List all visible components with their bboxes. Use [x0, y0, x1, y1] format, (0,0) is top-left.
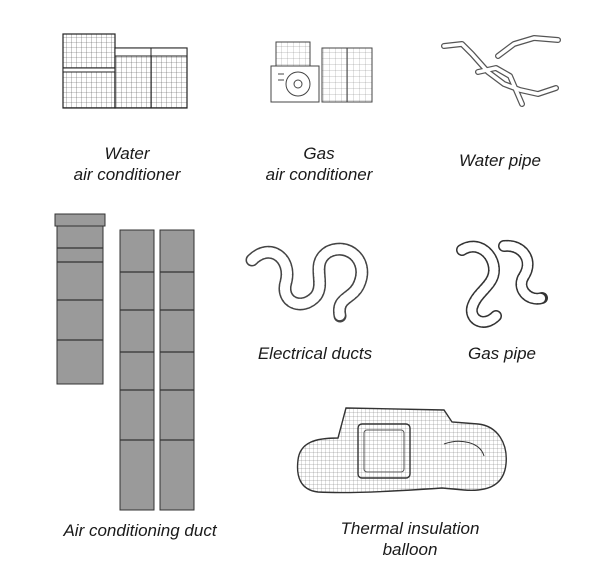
air-conditioning-duct-icon: [54, 212, 200, 512]
thermal-insulation-balloon-label: Thermal insulation balloon: [340, 519, 480, 559]
water-air-conditioner-label: Water air conditioner: [73, 144, 181, 184]
electrical-ducts-label: Electrical ducts: [257, 344, 373, 363]
gas-air-conditioner-label: Gas air conditioner: [265, 144, 373, 184]
gas-air-conditioner-icon: [270, 40, 376, 104]
water-air-conditioner-icon: [62, 32, 190, 112]
air-conditioning-duct-label: Air conditioning duct: [63, 521, 217, 540]
water-pipe-label: Water pipe: [459, 151, 541, 170]
gas-pipe-icon: [454, 236, 550, 332]
thermal-insulation-balloon-icon: [294, 404, 512, 500]
gas-pipe-label: Gas pipe: [467, 344, 537, 363]
electrical-ducts-icon: [240, 238, 380, 330]
water-pipe-icon: [438, 28, 564, 118]
